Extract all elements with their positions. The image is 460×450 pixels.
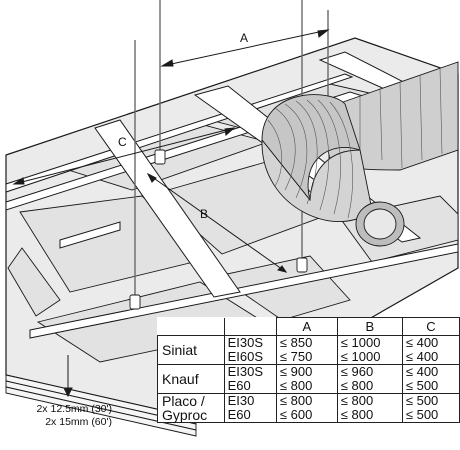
table-header-c: C xyxy=(401,317,460,336)
a-cell: ≤ 800≤ 600 xyxy=(275,393,338,423)
dimension-b-label: B xyxy=(200,207,208,221)
c-value: ≤ 400 xyxy=(405,364,439,379)
brand-cell: Siniat xyxy=(157,335,225,365)
c-value: ≤ 500 xyxy=(405,378,439,393)
b-cell: ≤ 960≤ 800 xyxy=(336,364,403,394)
a-value: ≤ 900 xyxy=(279,364,313,379)
board-thickness-line1: 2x 12.5mm (30') xyxy=(36,403,112,415)
dimension-c-label: C xyxy=(118,135,127,149)
dimension-b xyxy=(146,172,288,273)
table-header-a: A xyxy=(275,317,338,336)
class-value: EI60S xyxy=(227,349,264,364)
class-value: EI30S xyxy=(227,364,264,379)
dimension-a xyxy=(160,29,330,67)
table-header-blank xyxy=(157,317,225,336)
b-value: ≤ 1000 xyxy=(340,335,381,350)
a-value: ≤ 800 xyxy=(279,393,313,408)
class-value: E60 xyxy=(227,378,251,393)
c-value: ≤ 400 xyxy=(405,349,439,364)
c-value: ≤ 500 xyxy=(405,393,439,408)
flexible-duct xyxy=(261,61,459,247)
b-value: ≤ 960 xyxy=(340,364,374,379)
board-thickness-line2: 2x 15mm (60') xyxy=(45,416,112,428)
a-cell: ≤ 900≤ 800 xyxy=(275,364,338,394)
c-cell: ≤ 400≤ 500 xyxy=(401,364,460,394)
table-header-row: A B C xyxy=(157,317,460,336)
dimension-a-label: A xyxy=(240,31,248,45)
b-value: ≤ 800 xyxy=(340,407,374,422)
c-value: ≤ 400 xyxy=(405,335,439,350)
table-header-b: B xyxy=(336,317,403,336)
b-cell: ≤ 800≤ 800 xyxy=(336,393,403,423)
c-value: ≤ 500 xyxy=(405,407,439,422)
hangers xyxy=(129,149,308,310)
brand-cell: Placo / Gyproc xyxy=(157,393,225,423)
c-cell: ≤ 500≤ 500 xyxy=(401,393,460,423)
table-header-blank xyxy=(224,317,277,336)
board-thickness-leader xyxy=(63,355,73,398)
b-value: ≤ 1000 xyxy=(340,349,381,364)
b-value: ≤ 800 xyxy=(340,378,374,393)
class-value: EI30 xyxy=(227,393,255,408)
b-cell: ≤ 1000≤ 1000 xyxy=(336,335,403,365)
a-value: ≤ 850 xyxy=(279,335,313,350)
a-value: ≤ 750 xyxy=(279,349,313,364)
b-value: ≤ 800 xyxy=(340,393,374,408)
a-value: ≤ 800 xyxy=(279,378,313,393)
brand-cell: Knauf xyxy=(157,364,225,394)
dimension-c xyxy=(12,127,236,185)
a-cell: ≤ 850≤ 750 xyxy=(275,335,338,365)
c-cell: ≤ 400≤ 400 xyxy=(401,335,460,365)
class-value: E60 xyxy=(227,407,251,422)
a-value: ≤ 600 xyxy=(279,407,313,422)
class-value: EI30S xyxy=(227,335,264,350)
